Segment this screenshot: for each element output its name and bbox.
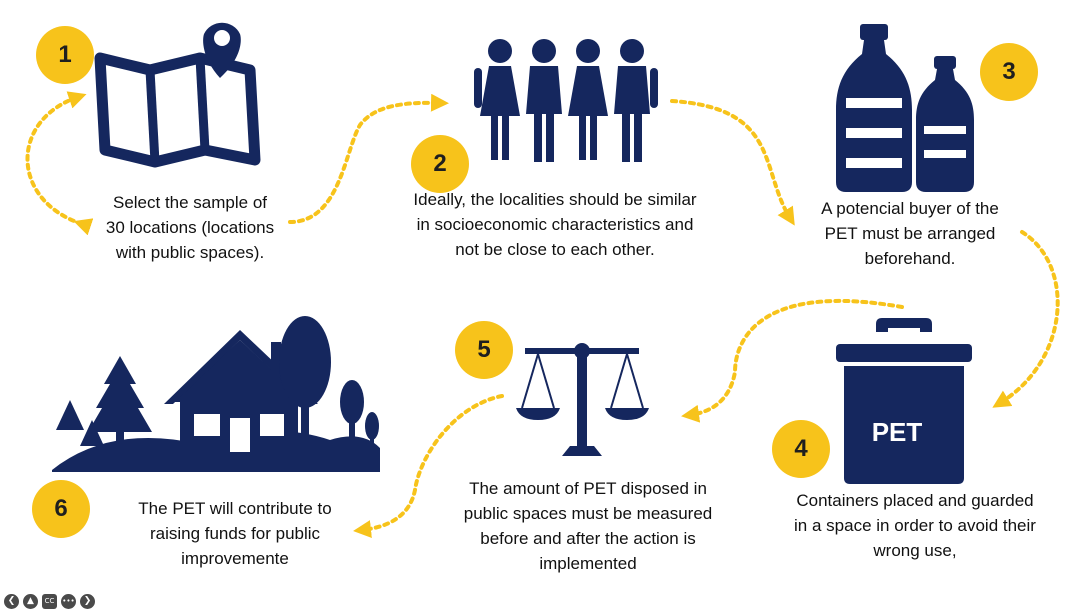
connector-3-4-arrow: [992, 230, 1060, 408]
trash-bin-icon: [836, 318, 972, 484]
prev-icon[interactable]: ❮: [4, 594, 19, 609]
connector-2-3-arrow: [670, 99, 795, 226]
connector-5-6-arrow: [353, 394, 504, 538]
caption-line: Ideally, the localities should be simila…: [413, 190, 697, 209]
caption-line: PET must be arranged: [824, 224, 996, 243]
caption-line: 30 locations (locations: [105, 218, 275, 237]
caption-line: Select the sample of: [112, 193, 268, 212]
people-icon: [474, 39, 658, 162]
step-6-caption: The PET will contribute to raising funds…: [110, 496, 360, 571]
connector-1-curve: [25, 91, 94, 236]
step-2-badge: 2: [411, 135, 469, 193]
caption-line: implemented: [539, 554, 637, 573]
step-1-caption: Select the sample of 30 locations (locat…: [75, 190, 305, 265]
step-3-caption: A potencial buyer of the PET must be arr…: [790, 196, 1030, 271]
pointer-icon[interactable]: ▲: [23, 594, 38, 609]
map-pin-icon: [94, 22, 261, 168]
bin-label: PET: [872, 417, 923, 447]
caption-line: public spaces must be measured: [463, 504, 713, 523]
caption-line: wrong use,: [873, 541, 957, 560]
caption-line: Containers placed and guarded: [796, 491, 1034, 510]
more-icon[interactable]: •••: [61, 594, 76, 609]
step-4-badge: 4: [772, 420, 830, 478]
caption-line: A potencial buyer of the: [821, 199, 999, 218]
scale-icon: [516, 343, 649, 456]
house-trees-icon: [52, 316, 380, 472]
caption-line: The amount of PET disposed in: [469, 479, 707, 498]
caption-line: before and after the action is: [480, 529, 696, 548]
step-6-badge: 6: [32, 480, 90, 538]
caption-line: improvemente: [181, 549, 289, 568]
caption-line: in socioeconomic characteristics and: [416, 215, 694, 234]
step-2-caption: Ideally, the localities should be simila…: [380, 187, 730, 262]
step-4-caption: Containers placed and guarded in a space…: [765, 488, 1065, 563]
connector-4-5-arrow: [681, 298, 904, 423]
caption-line: not be close to each other.: [455, 240, 655, 259]
connector-1-2-arrow: [288, 93, 449, 224]
step-5-caption: The amount of PET disposed in public spa…: [438, 476, 738, 576]
next-icon[interactable]: ❯: [80, 594, 95, 609]
bottles-icon: [836, 24, 974, 192]
step-1-badge: 1: [36, 26, 94, 84]
caption-line: raising funds for public: [149, 524, 321, 543]
slide-controls: ❮ ▲ CC ••• ❯: [4, 594, 95, 610]
caption-line: beforehand.: [864, 249, 956, 268]
caption-line: with public spaces).: [115, 243, 265, 262]
caption-line: in a space in order to avoid their: [794, 516, 1036, 535]
step-3-badge: 3: [980, 43, 1038, 101]
step-5-badge: 5: [455, 321, 513, 379]
caption-line: The PET will contribute to: [138, 499, 332, 518]
cc-icon[interactable]: CC: [42, 594, 57, 609]
